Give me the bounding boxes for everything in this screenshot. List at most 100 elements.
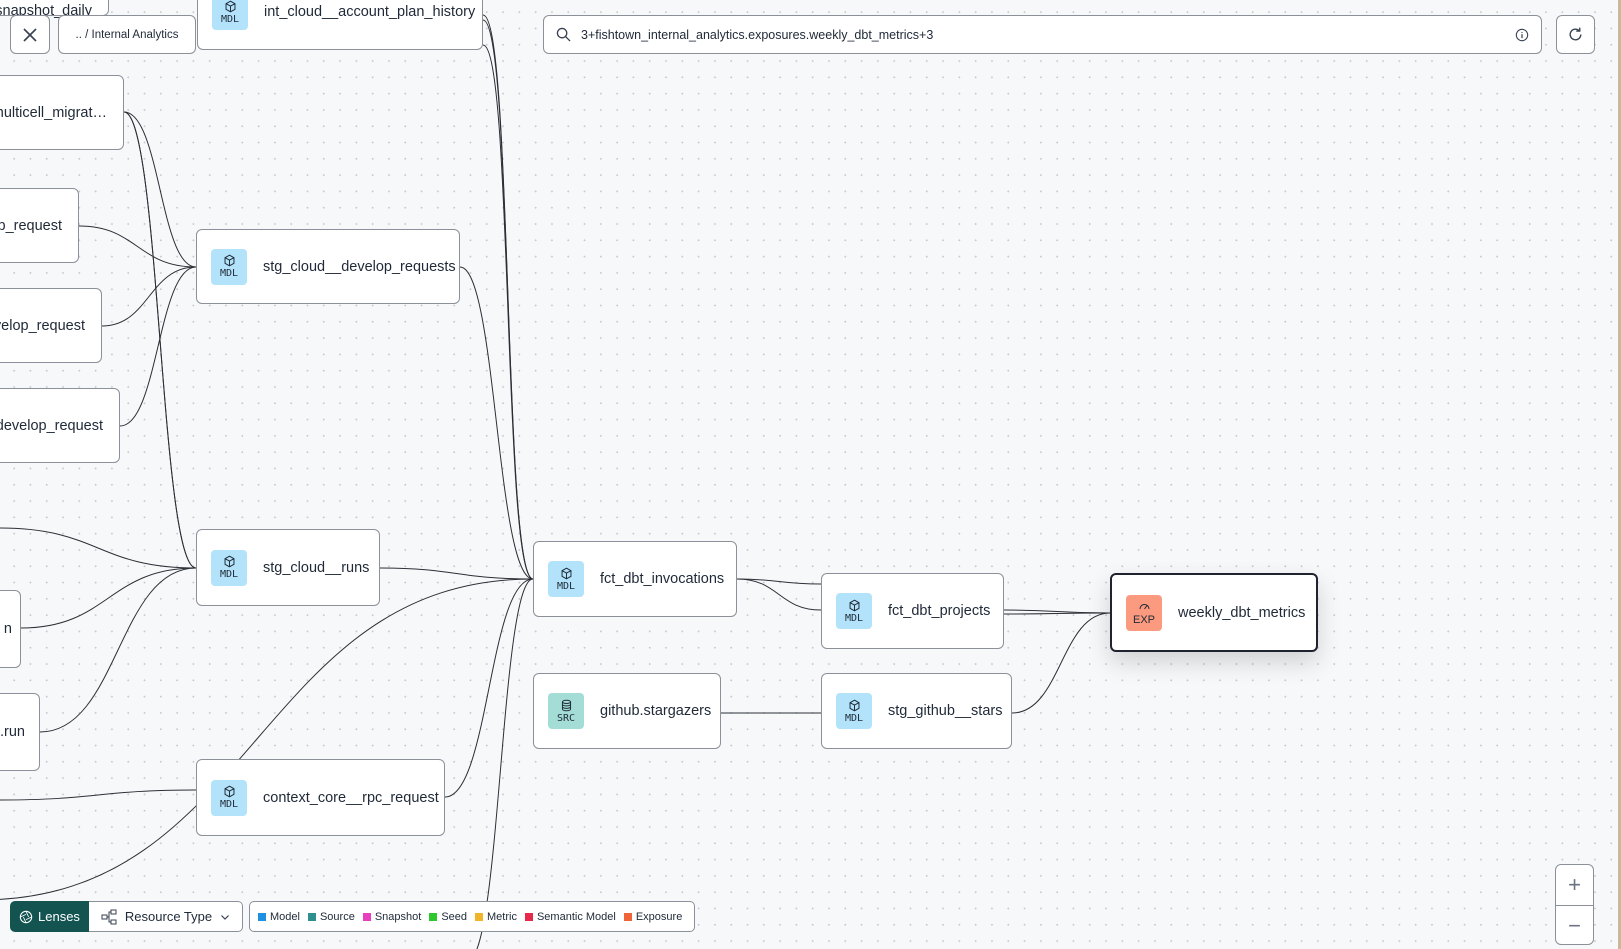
node-label: p_request	[0, 217, 62, 234]
chevron-down-icon	[221, 914, 230, 920]
model-badge: MDL	[548, 561, 584, 597]
gauge-icon	[1139, 603, 1149, 609]
legend-item: Seed	[429, 911, 467, 923]
model-badge: MDL	[211, 779, 247, 816]
lineage-edge	[0, 789, 197, 801]
exposure-badge: EXP	[1126, 594, 1162, 631]
node-label: weekly_dbt_metrics	[1178, 604, 1306, 621]
lineage-edge	[379, 567, 534, 580]
node-label: int_cloud__account_plan_history	[264, 4, 476, 20]
cube-icon	[224, 785, 234, 798]
lineage-edge	[0, 527, 197, 569]
node-label: context_core__rpc_request	[263, 789, 439, 806]
node-label: stg_cloud__develop_requests	[263, 258, 456, 275]
node-run[interactable]: .run	[0, 693, 40, 771]
node-label: n	[3, 621, 12, 637]
cube-icon	[224, 555, 234, 568]
node-op-request[interactable]: p_request	[0, 188, 79, 263]
model-badge: MDL	[836, 693, 872, 729]
legend-item: Exposure	[623, 911, 682, 923]
node-label: fct_dbt_projects	[888, 603, 991, 619]
lineage-edge	[482, 44, 534, 580]
window-edge	[1618, 0, 1621, 949]
node-fct-dbt-projects[interactable]: MDL fct_dbt_projects	[821, 573, 1004, 649]
lineage-edge	[101, 266, 197, 327]
zoom-in-button[interactable]: +	[1568, 872, 1581, 897]
node-weekly-dbt-metrics[interactable]: EXP weekly_dbt_metrics	[1110, 573, 1318, 652]
legend-swatch	[524, 912, 533, 921]
hierarchy-icon	[101, 909, 117, 924]
legend-item: Semantic Model	[524, 911, 616, 923]
lineage-edge	[1003, 612, 1111, 615]
node-label: github.stargazers	[600, 703, 712, 719]
zoom-controls: + −	[1555, 864, 1594, 945]
node-snapshot-daily[interactable]: snapshot_daily	[0, 0, 109, 19]
lineage-edge	[736, 578, 822, 611]
node-github-stargazers[interactable]: SRC github.stargazers	[533, 673, 721, 749]
lineage-edge	[0, 578, 534, 900]
model-badge: MDL	[211, 549, 247, 586]
node-develop-request[interactable]: .develop_request	[0, 388, 120, 463]
legend-item: Source	[307, 911, 355, 923]
close-icon	[23, 27, 37, 42]
search-icon	[556, 27, 571, 42]
lineage-edge	[476, 578, 534, 949]
search-value: 3+fishtown_internal_analytics.exposures.…	[581, 27, 934, 42]
source-badge: SRC	[548, 693, 584, 729]
cube-icon	[849, 699, 859, 711]
node-velop-request[interactable]: velop_request	[0, 288, 102, 363]
legend-swatch	[623, 912, 632, 921]
node-multicell[interactable]: nulticell_migrat…	[0, 75, 124, 150]
close-button[interactable]	[10, 15, 50, 54]
legend-swatch	[429, 912, 438, 921]
model-badge: MDL	[212, 0, 248, 30]
node-stg-github-stars[interactable]: MDL stg_github__stars	[821, 673, 1012, 749]
model-badge: MDL	[836, 593, 872, 629]
node-fct-dbt-invocations[interactable]: MDL fct_dbt_invocations	[533, 541, 737, 617]
lineage-edge	[78, 225, 197, 268]
lineage-edge	[123, 111, 197, 268]
lineage-edge	[119, 266, 197, 427]
node-context-core-rpc-request[interactable]: MDL context_core__rpc_request	[196, 759, 445, 836]
legend-swatch	[258, 912, 266, 921]
legend-item: Snapshot	[362, 911, 421, 923]
breadcrumb[interactable]: .. / Internal Analytics	[58, 15, 196, 54]
breadcrumb-text: .. / Internal Analytics	[75, 28, 179, 41]
refresh-button[interactable]	[1556, 15, 1595, 54]
info-icon[interactable]	[1515, 28, 1529, 42]
cube-icon	[849, 599, 859, 611]
lenses-button[interactable]: Lenses	[10, 901, 89, 932]
model-badge: MDL	[211, 248, 247, 285]
node-label: fct_dbt_invocations	[600, 571, 725, 587]
selector-search-input[interactable]: 3+fishtown_internal_analytics.exposures.…	[543, 15, 1542, 54]
node-label: .develop_request	[0, 417, 103, 434]
lineage-edge	[444, 578, 534, 798]
cube-icon	[225, 0, 235, 12]
zoom-out-button[interactable]: −	[1556, 905, 1593, 946]
legend-item: Model	[258, 911, 300, 923]
node-label: stg_cloud__runs	[263, 559, 370, 576]
legend-item: Metric	[475, 911, 517, 923]
refresh-icon	[1569, 27, 1582, 41]
aperture-icon	[19, 910, 33, 923]
node-stg-cloud-develop-requests[interactable]: MDL stg_cloud__develop_requests	[196, 229, 460, 304]
node-label: velop_request	[0, 317, 85, 334]
lineage-edge	[459, 266, 534, 580]
node-label: stg_github__stars	[888, 703, 1003, 719]
lineage-edge	[20, 567, 197, 629]
node-stg-cloud-runs[interactable]: MDL stg_cloud__runs	[196, 529, 380, 606]
node-label: nulticell_migrat…	[0, 104, 107, 121]
database-icon	[561, 699, 571, 711]
legend-swatch	[475, 912, 484, 921]
resource-type-legend: Model Source Snapshot Seed Metric Semantic Mo…	[249, 901, 695, 932]
legend-swatch	[362, 912, 371, 921]
lineage-edge	[39, 567, 197, 733]
lineage-edge	[736, 578, 822, 585]
legend-swatch	[307, 912, 316, 921]
cube-icon	[561, 567, 571, 579]
node-label: .run	[0, 724, 25, 740]
resource-type-dropdown[interactable]: Resource Type	[88, 901, 244, 932]
node-n[interactable]: n	[0, 590, 21, 668]
lineage-edge	[1011, 612, 1111, 714]
node-int-cloud-account-plan-history[interactable]: MDL int_cloud__account_plan_history	[197, 0, 483, 50]
